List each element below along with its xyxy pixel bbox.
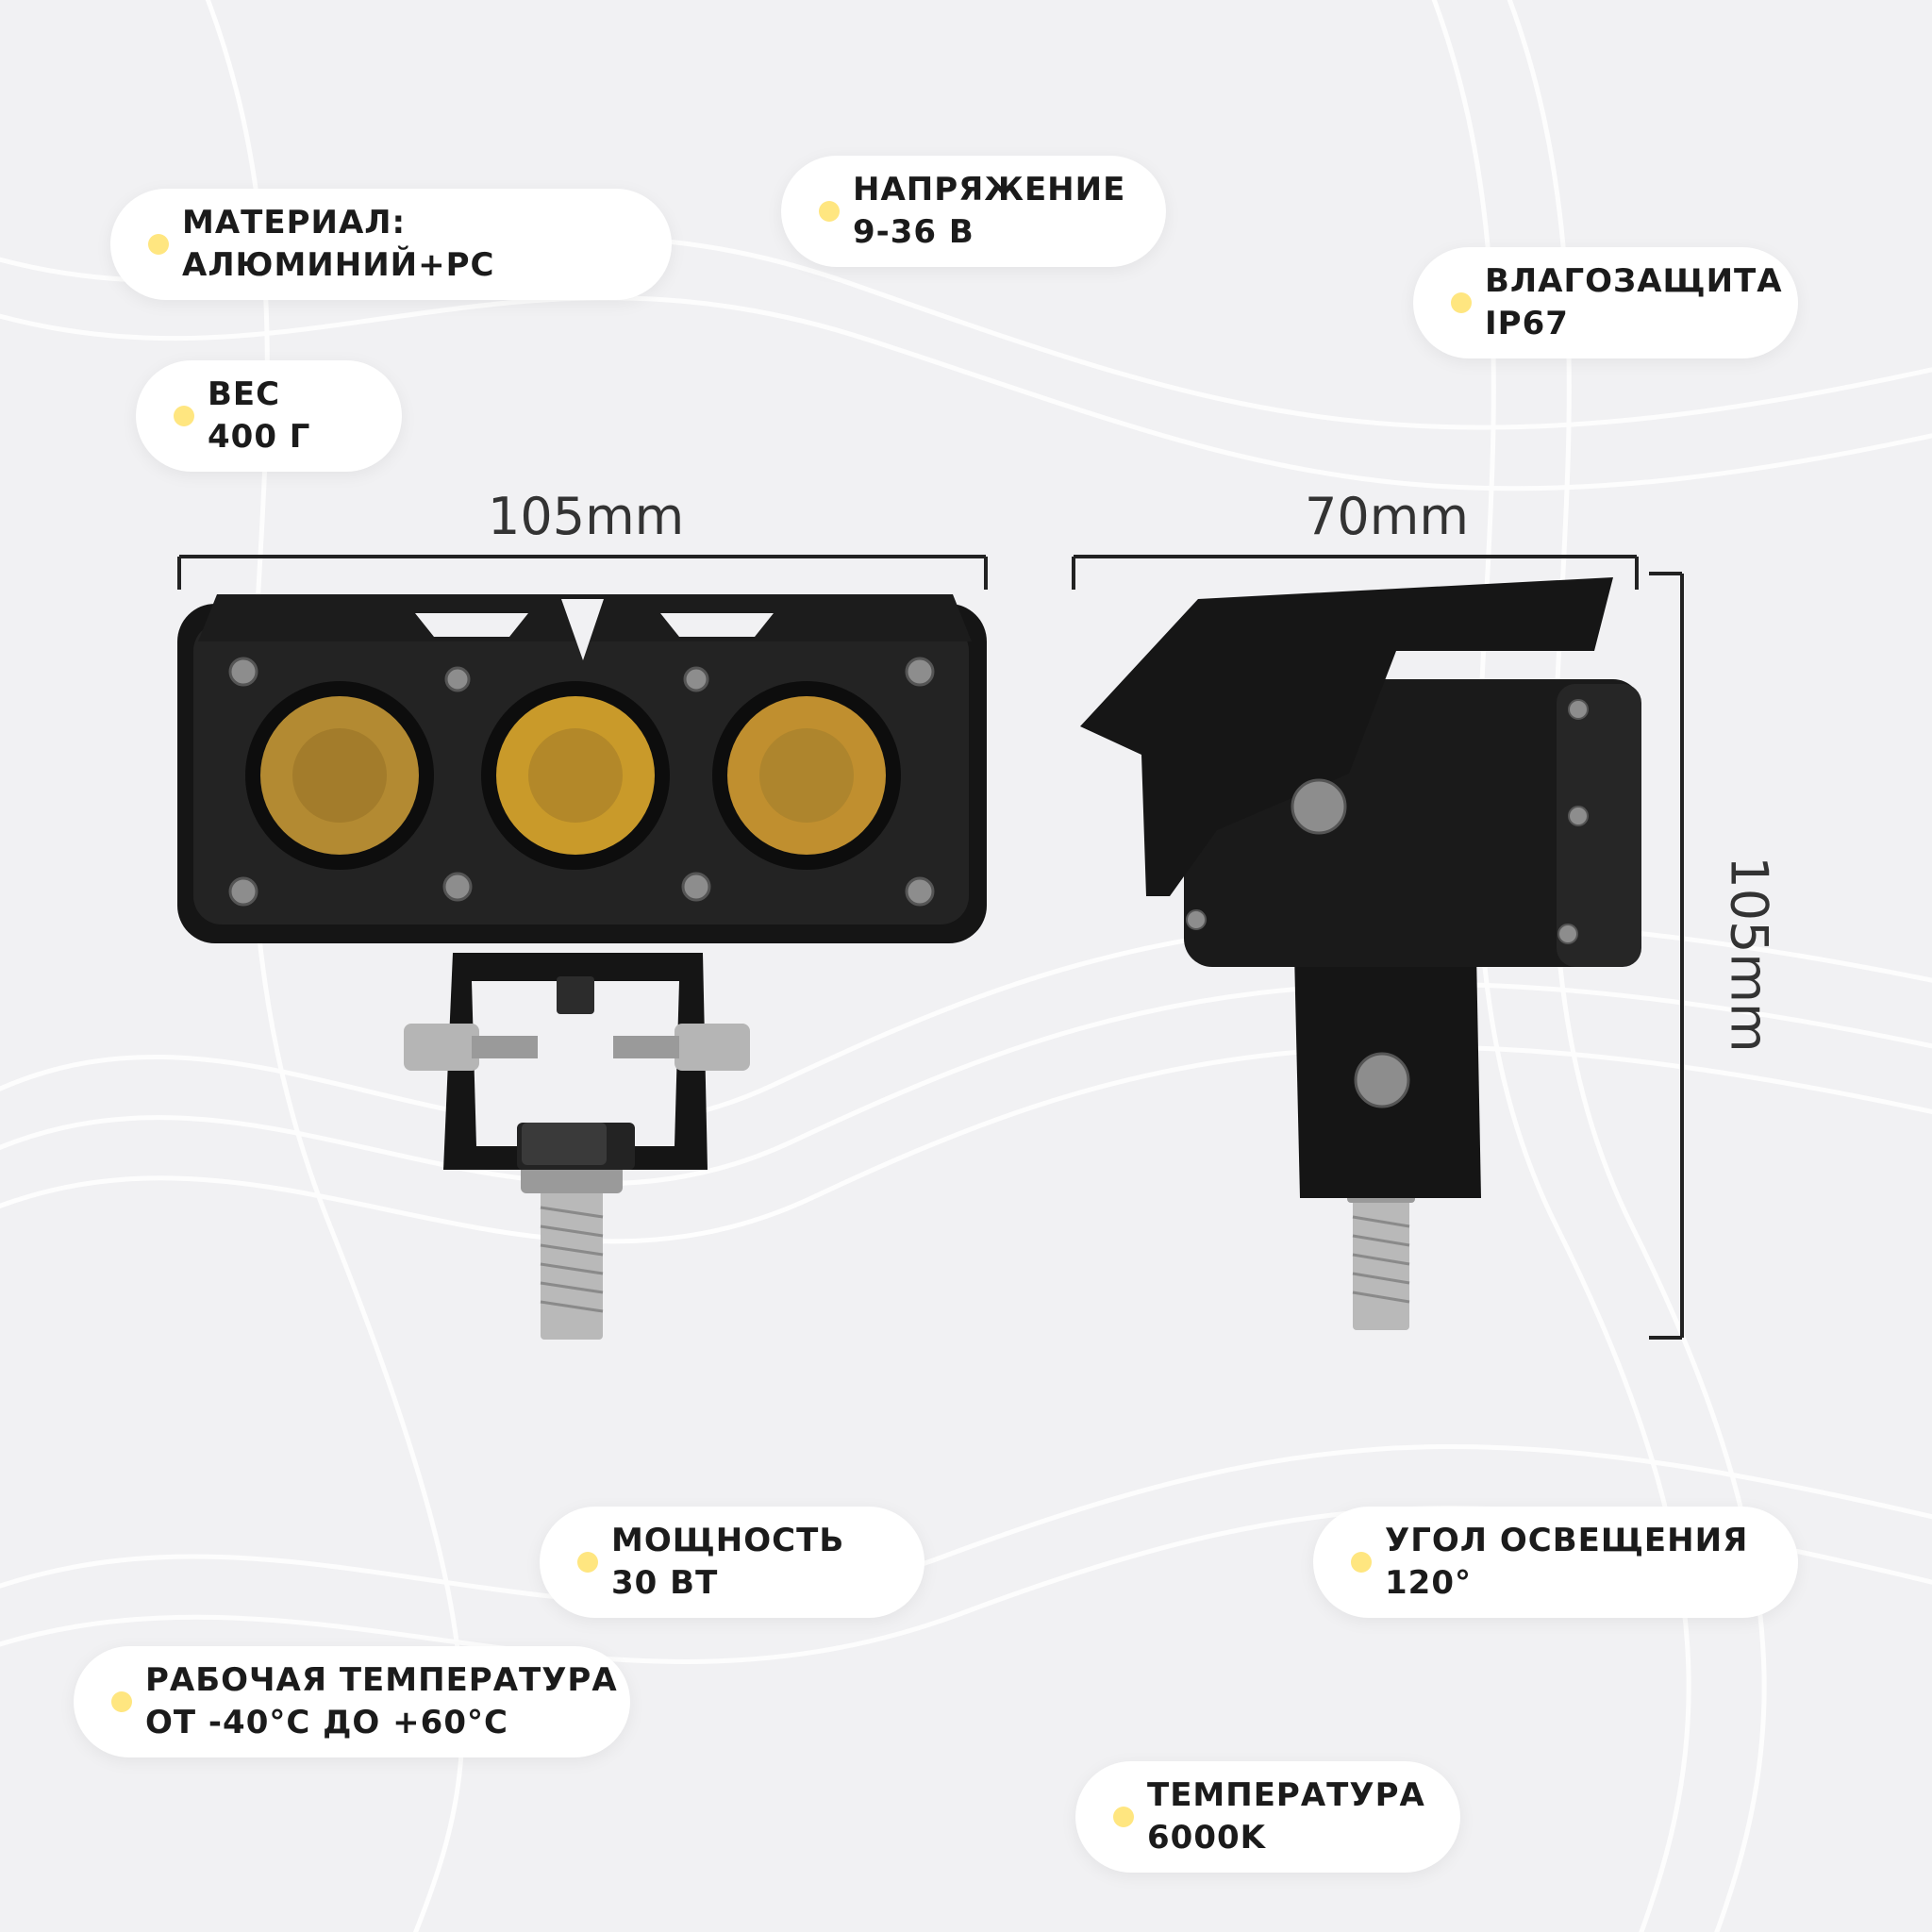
spec-color-temp-title: ТЕМПЕРАТУРА	[1147, 1776, 1425, 1814]
bullet-dot-icon	[819, 201, 840, 222]
dimension-line-side-depth	[1072, 555, 1639, 590]
spec-operating-temp-title: РАБОЧАЯ ТЕМПЕРАТУРА	[145, 1661, 618, 1699]
spec-operating-temp-value: ОТ -40°С ДО +60°С	[145, 1704, 508, 1741]
front-width-label: 105mm	[488, 487, 685, 546]
spec-color-temp-pill: ТЕМПЕРАТУРА 6000K	[1075, 1761, 1460, 1873]
side-height-label: 105mm	[1719, 856, 1779, 1053]
spec-material-pill: МАТЕРИАЛ: АЛЮМИНИЙ+PC	[110, 189, 672, 300]
spec-operating-temp-pill: РАБОЧАЯ ТЕМПЕРАТУРА ОТ -40°С ДО +60°С	[74, 1646, 630, 1757]
spec-beam-angle-value: 120°	[1385, 1564, 1472, 1602]
spec-material-title: МАТЕРИАЛ:	[182, 204, 407, 242]
spec-power-value: 30 ВТ	[611, 1564, 719, 1602]
bullet-dot-icon	[1113, 1807, 1134, 1827]
bullet-dot-icon	[148, 234, 169, 255]
spec-voltage-value: 9-36 В	[853, 213, 974, 251]
spec-beam-angle-title: УГОЛ ОСВЕЩЕНИЯ	[1385, 1522, 1749, 1559]
spec-power-pill: МОЩНОСТЬ 30 ВТ	[540, 1507, 924, 1618]
bullet-dot-icon	[1451, 292, 1472, 313]
spec-waterproof-pill: ВЛАГОЗАЩИТА IP67	[1413, 247, 1798, 358]
spec-waterproof-value: IP67	[1485, 305, 1569, 342]
spec-voltage-pill: НАПРЯЖЕНИЕ 9-36 В	[781, 156, 1166, 267]
bullet-dot-icon	[577, 1552, 598, 1573]
lamp-side-view	[1080, 577, 1641, 1330]
side-depth-label: 70mm	[1305, 487, 1469, 546]
bullet-dot-icon	[174, 406, 194, 426]
dimension-line-front-width	[177, 555, 988, 590]
spec-color-temp-value: 6000K	[1147, 1819, 1266, 1857]
spec-weight-pill: ВЕС 400 Г	[136, 360, 402, 472]
spec-weight-value: 400 Г	[208, 418, 311, 456]
spec-power-title: МОЩНОСТЬ	[611, 1522, 845, 1559]
spec-beam-angle-pill: УГОЛ ОСВЕЩЕНИЯ 120°	[1313, 1507, 1798, 1618]
spec-material-value: АЛЮМИНИЙ+PC	[182, 246, 495, 284]
spec-waterproof-title: ВЛАГОЗАЩИТА	[1485, 262, 1783, 300]
bullet-dot-icon	[111, 1691, 132, 1712]
bullet-dot-icon	[1351, 1552, 1372, 1573]
spec-weight-title: ВЕС	[208, 375, 281, 413]
lamp-front-view	[177, 594, 987, 1340]
dimension-line-side-height	[1649, 572, 1684, 1340]
spec-voltage-title: НАПРЯЖЕНИЕ	[853, 171, 1126, 208]
